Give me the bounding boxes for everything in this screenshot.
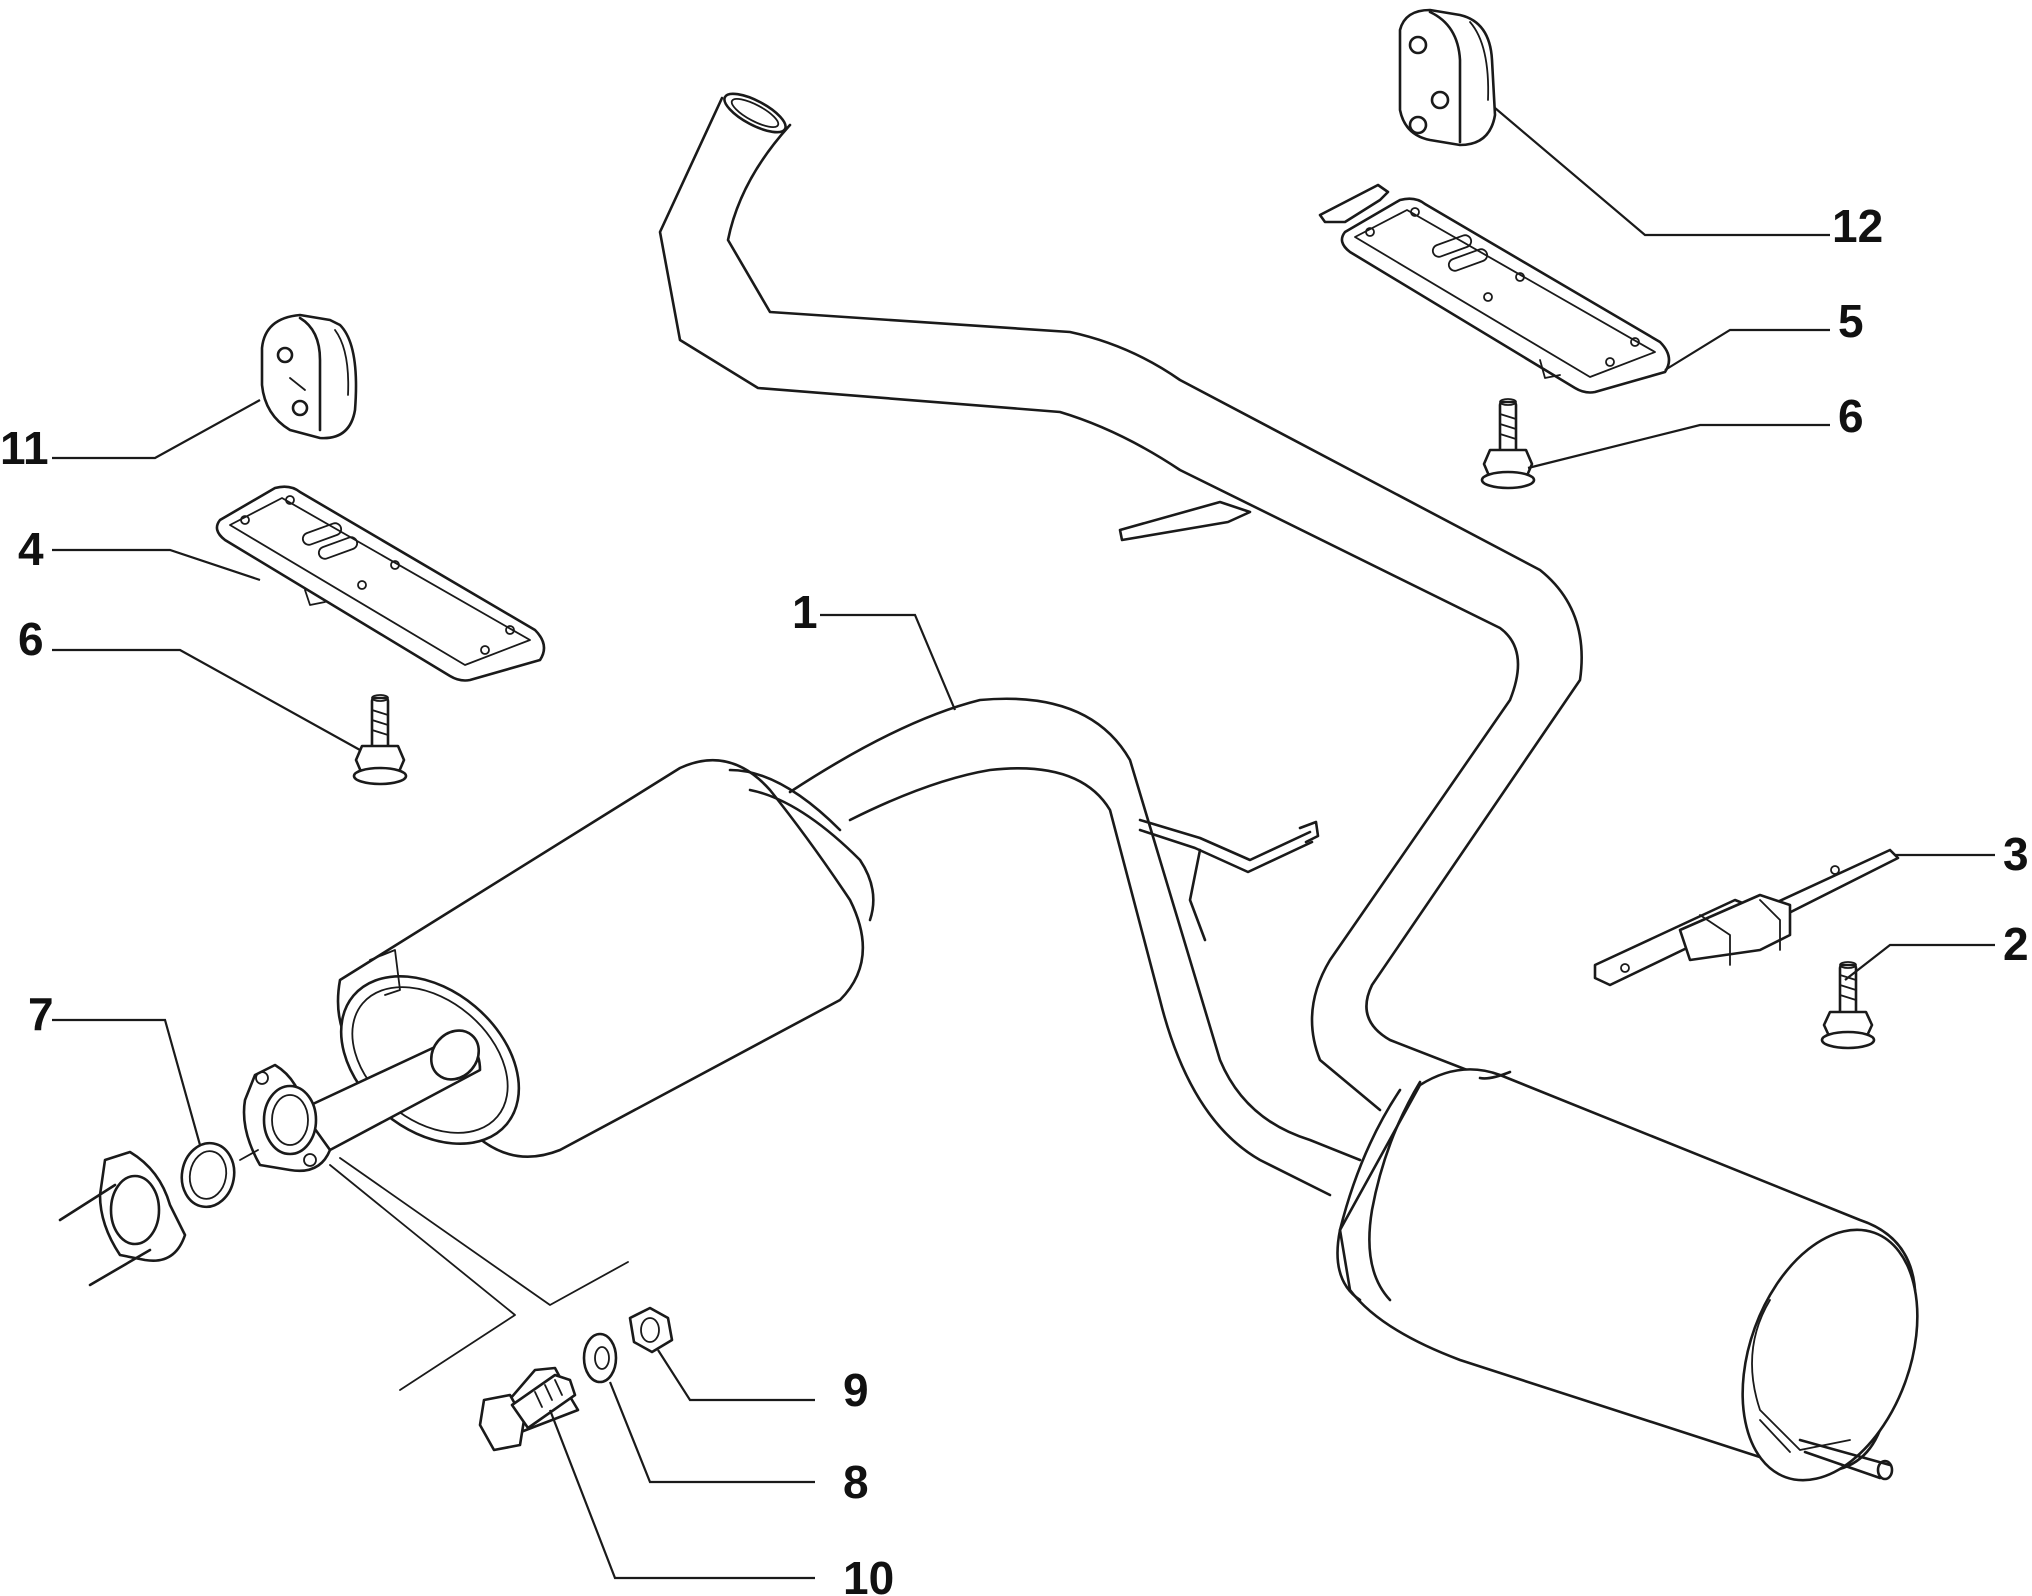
callout-8: 8 [843, 1456, 869, 1508]
callout-6-left: 6 [18, 613, 44, 665]
bracket-3 [1593, 848, 1900, 987]
callout-4: 4 [18, 523, 44, 575]
bolt-10 [478, 1366, 580, 1452]
callout-2: 2 [2003, 918, 2029, 970]
callout-7: 7 [28, 988, 54, 1040]
nut-9 [628, 1306, 674, 1354]
callout-6-right: 6 [1838, 390, 1864, 442]
front-muffler [298, 758, 875, 1158]
leader-lines [52, 107, 1995, 1580]
bracket-5 [1318, 183, 1671, 394]
inlet-pipe-section [58, 1150, 187, 1287]
callout-1: 1 [792, 586, 818, 638]
rubber-mount-11 [260, 313, 358, 440]
callout-11: 11 [0, 422, 49, 474]
bracket-4 [215, 485, 546, 682]
bolt-6-left [352, 694, 408, 786]
gasket [180, 1141, 236, 1209]
flange [239, 1063, 332, 1173]
callout-12: 12 [1832, 200, 1883, 252]
rubber-mount-12 [1398, 8, 1497, 147]
rear-muffler [1336, 1068, 1919, 1482]
exhaust-pipe [658, 92, 1583, 1197]
callout-9: 9 [843, 1364, 869, 1416]
callout-labels: 1 2 3 4 5 6 6 7 8 9 10 11 12 [0, 200, 2029, 1596]
bolt-2 [1820, 961, 1876, 1050]
callout-3: 3 [2003, 828, 2029, 880]
bolt-6-right [1480, 398, 1536, 490]
callout-10: 10 [843, 1552, 894, 1596]
washer-8 [582, 1332, 618, 1384]
explode-lines [329, 1157, 629, 1391]
callout-5: 5 [1838, 295, 1864, 347]
